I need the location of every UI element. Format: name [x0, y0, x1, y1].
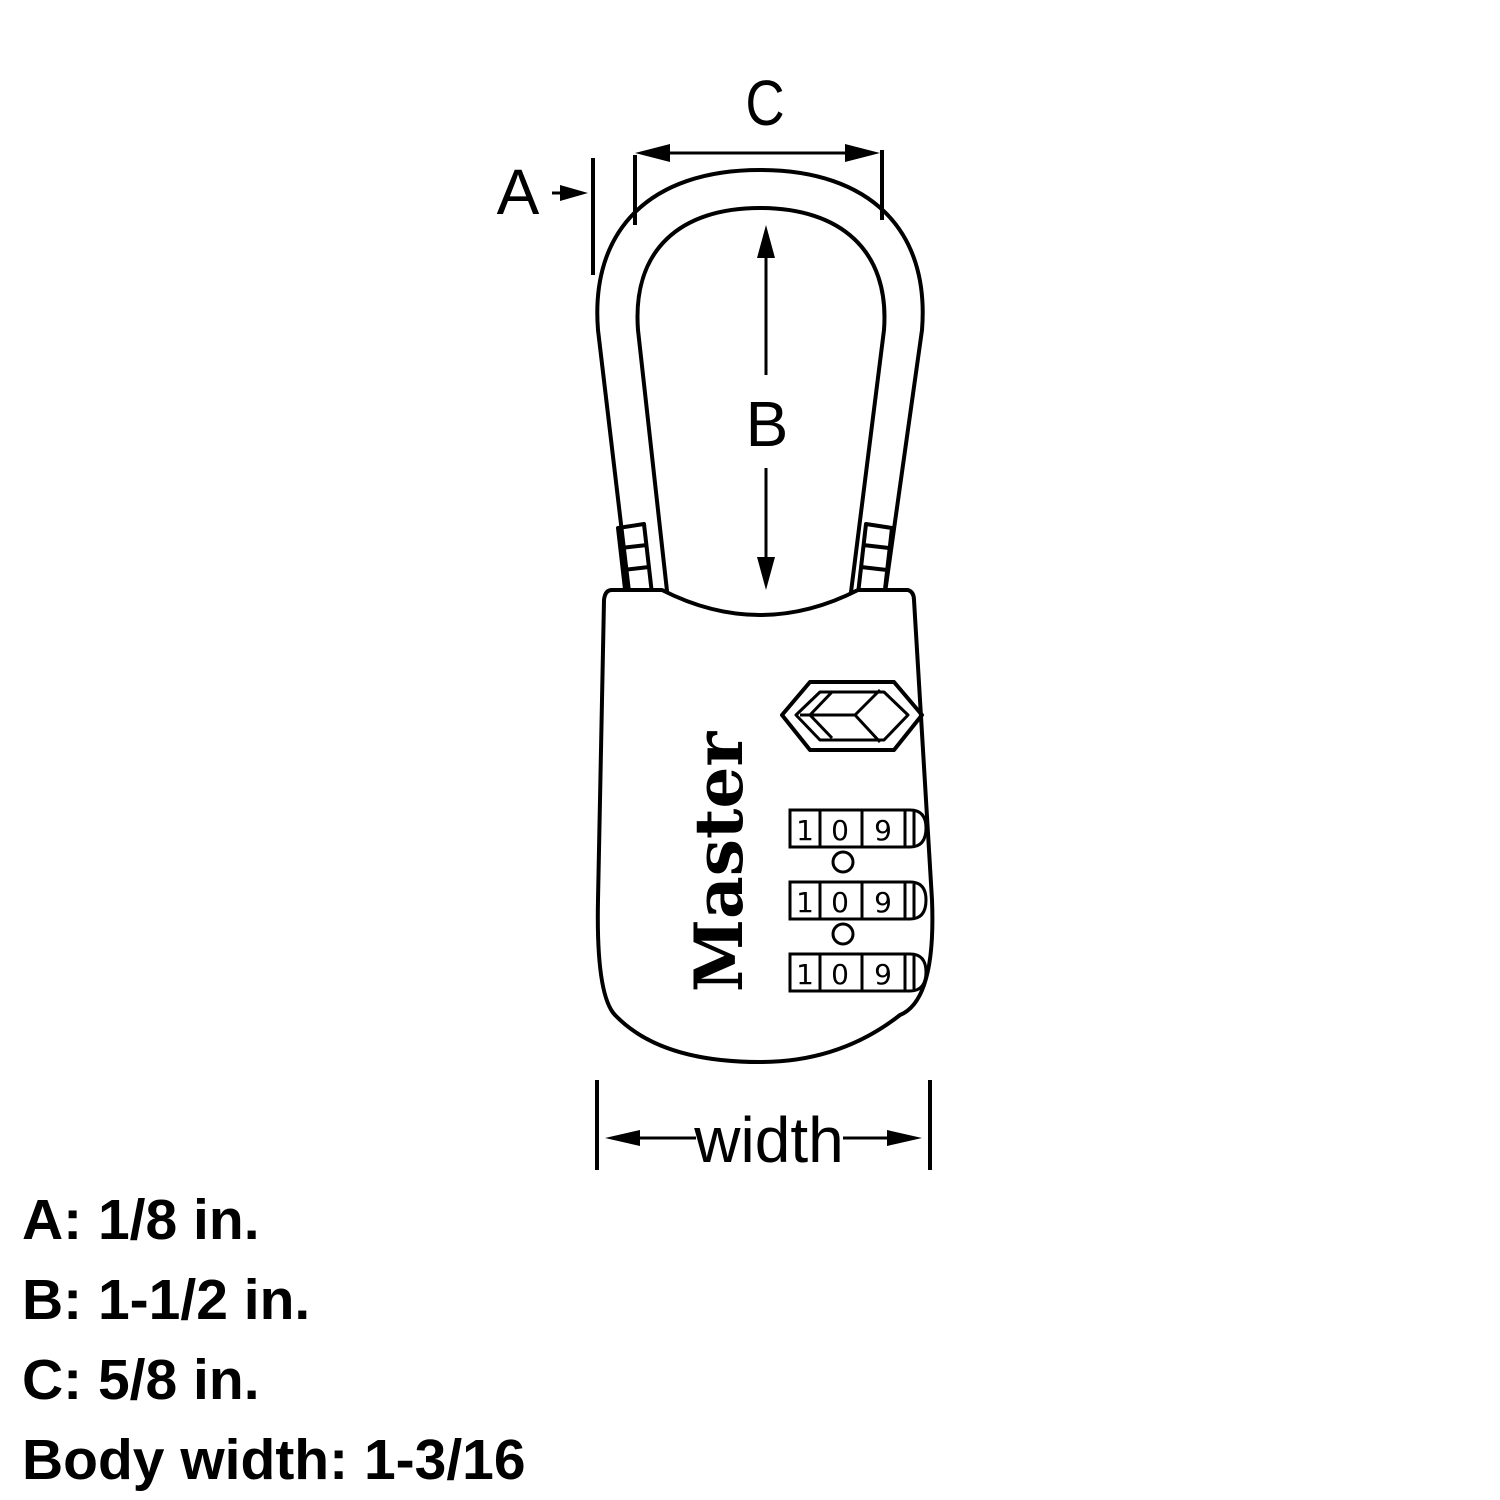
- combination-dial-3[interactable]: 1 0 9: [788, 952, 928, 993]
- shackle-inner: [635, 206, 887, 601]
- svg-text:1: 1: [796, 886, 814, 919]
- combination-dial-1[interactable]: 1 0 9: [788, 808, 928, 849]
- spec-body-width: Body width: 1-3/16: [22, 1428, 526, 1492]
- svg-text:9: 9: [874, 886, 892, 919]
- label-a: A: [497, 156, 540, 228]
- arrow-width-left: [605, 1130, 640, 1146]
- arrow-b-up: [757, 225, 775, 258]
- combination-dial-2[interactable]: 1 0 9: [788, 880, 928, 921]
- arrow-c-right: [845, 144, 880, 162]
- svg-text:9: 9: [874, 814, 892, 847]
- label-width: width: [693, 1104, 843, 1176]
- label-b: B: [746, 388, 789, 460]
- svg-text:0: 0: [831, 814, 849, 847]
- shackle-sleeve-right: [856, 522, 894, 600]
- lock-body: [595, 588, 935, 1064]
- svg-text:1: 1: [796, 814, 814, 847]
- svg-text:0: 0: [831, 886, 849, 919]
- spec-a: A: 1/8 in.: [22, 1188, 260, 1252]
- svg-text:9: 9: [874, 958, 892, 991]
- spec-b: B: 1-1/2 in.: [22, 1268, 311, 1332]
- svg-text:1: 1: [796, 958, 814, 991]
- shackle-outer: [595, 168, 925, 601]
- arrow-b-down: [757, 557, 775, 590]
- dial-indicator-dot: [831, 850, 855, 874]
- tsa-icon: [780, 680, 924, 752]
- arrow-width-right: [887, 1130, 922, 1146]
- specifications-list: A: 1/8 in. B: 1-1/2 in. C: 5/8 in. Body …: [22, 1180, 526, 1500]
- arrow-c-left: [635, 144, 670, 162]
- spec-c: C: 5/8 in.: [22, 1348, 260, 1412]
- svg-text:0: 0: [831, 958, 849, 991]
- brand-logo: Master: [680, 731, 758, 992]
- arrow-a: [560, 185, 588, 201]
- dial-indicator-dot: [831, 922, 855, 946]
- label-c: C: [745, 67, 784, 139]
